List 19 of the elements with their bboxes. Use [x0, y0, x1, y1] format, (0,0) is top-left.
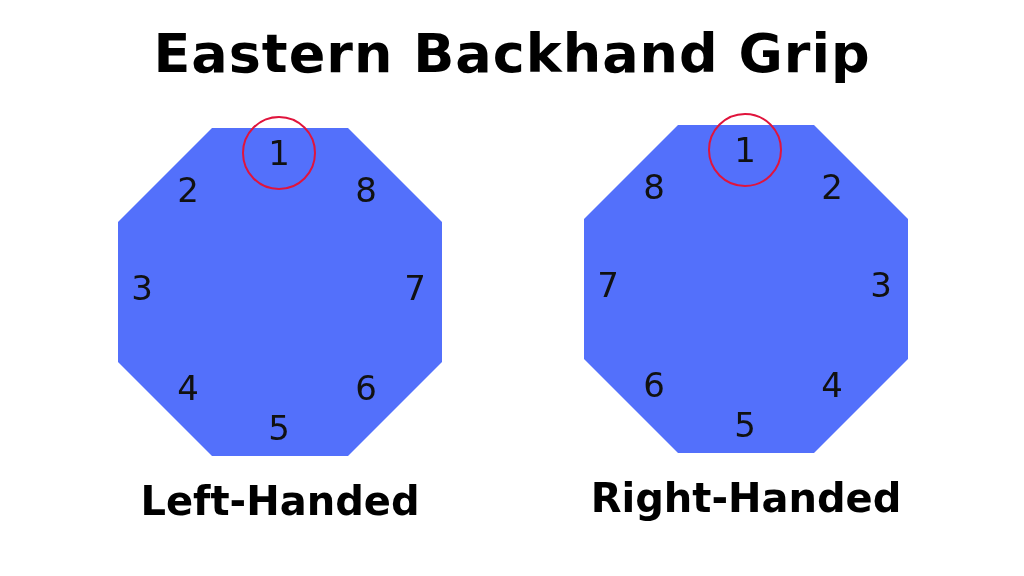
position-number: 4: [821, 368, 843, 402]
position-number: 4: [177, 371, 199, 405]
position-number: 1: [734, 133, 756, 167]
position-number: 1: [268, 136, 290, 170]
position-number: 7: [404, 271, 426, 305]
position-number: 2: [177, 173, 199, 207]
caption-label: Right-Handed: [590, 475, 902, 521]
position-number: 5: [734, 408, 756, 442]
position-number: 8: [643, 170, 665, 204]
position-number: 3: [870, 268, 892, 302]
position-number: 5: [268, 411, 290, 445]
title: Eastern Backhand Grip: [152, 22, 872, 85]
position-number: 6: [355, 371, 377, 405]
caption-label: Left-Handed: [140, 478, 420, 524]
position-number: 7: [597, 268, 619, 302]
position-number: 3: [131, 271, 153, 305]
position-number: 8: [355, 173, 377, 207]
position-number: 2: [821, 170, 843, 204]
position-number: 6: [643, 368, 665, 402]
